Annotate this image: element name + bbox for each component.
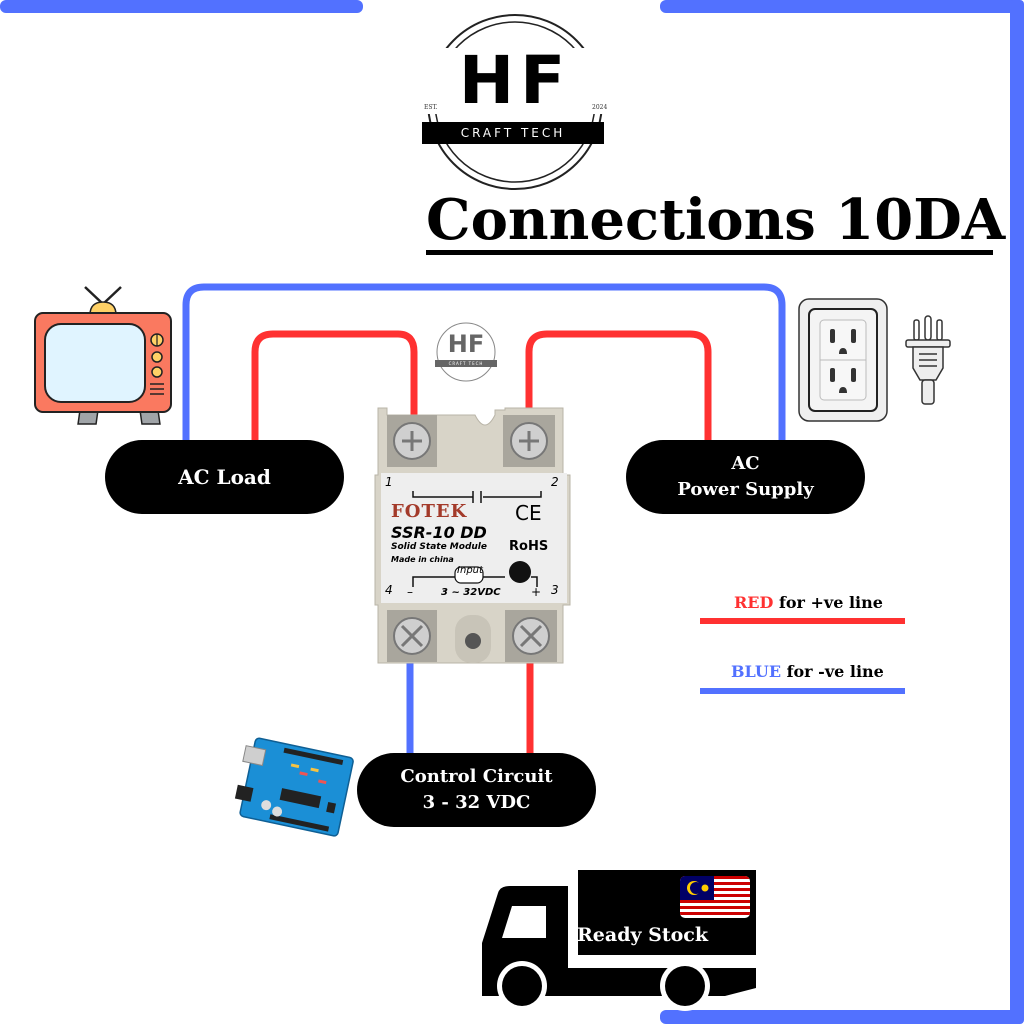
logo-est-year: 2024 <box>592 104 608 111</box>
frame-top-right-bar <box>660 0 1024 13</box>
logo-est-label: EST. <box>424 104 438 111</box>
frame-right-bar <box>1010 0 1024 1024</box>
legend-red-rest: for +ve line <box>773 593 883 612</box>
input-label: Input <box>457 565 483 576</box>
legend-red-text: RED for +ve line <box>734 593 883 612</box>
terminal-4-label: 4 <box>385 583 393 597</box>
ready-stock-label: Ready Stock <box>577 924 709 946</box>
malaysia-flag-icon <box>680 876 750 918</box>
delivery-truck-icon: Ready Stock <box>480 868 765 1013</box>
brand-logo: HF EST. 2024 CRAFT TECH <box>420 12 610 192</box>
terminal-3-label: 3 <box>551 583 559 597</box>
ac-power-line2: Power Supply <box>677 479 814 500</box>
ac-power-node: AC Power Supply <box>626 440 865 514</box>
relay-brand: FOTEK <box>391 501 468 522</box>
frame-bottom-right-bar <box>660 1010 1024 1024</box>
legend-red-line <box>700 618 905 624</box>
logo-band: CRAFT TECH <box>422 122 604 144</box>
legend-blue-keyword: BLUE <box>731 662 782 681</box>
logo-letters: HF <box>420 48 610 114</box>
legend-blue-line <box>700 688 905 694</box>
minus-label: – <box>407 585 413 599</box>
page-title: Connections 10DA <box>426 187 1006 253</box>
watermark-logo: HF CRAFT TECH <box>430 320 502 384</box>
rohs-mark: RoHS <box>509 539 549 554</box>
solid-state-relay: 1 2 FOTEK CE SSR-10 DD Solid State Modul… <box>374 405 573 665</box>
red-wire-load <box>251 330 418 440</box>
power-plug-icon <box>905 315 951 405</box>
ac-load-label: AC Load <box>178 464 271 489</box>
voltage-label: 3 ~ 32VDC <box>441 587 501 598</box>
relay-origin: Made in china <box>391 555 454 564</box>
legend-blue-text: BLUE for -ve line <box>731 662 884 681</box>
title-underline <box>426 250 993 255</box>
terminal-2-label: 2 <box>551 475 559 489</box>
relay-body <box>374 407 571 664</box>
frame-top-left-bar <box>0 0 363 13</box>
red-wire-supply <box>525 330 712 440</box>
control-line2: 3 - 32 VDC <box>422 792 531 813</box>
legend-red-keyword: RED <box>734 593 774 612</box>
legend-blue-rest: for -ve line <box>781 662 884 681</box>
control-circuit-node: Control Circuit 3 - 32 VDC <box>357 753 596 827</box>
watermark-band: CRAFT TECH <box>435 360 497 367</box>
ac-load-node: AC Load <box>105 440 344 514</box>
terminal-1-label: 1 <box>385 475 393 489</box>
arduino-board-icon <box>234 737 354 837</box>
blue-wire-top-loop <box>182 283 786 440</box>
control-line1: Control Circuit <box>400 765 553 787</box>
plus-label: + <box>531 585 542 599</box>
wall-outlet-icon <box>798 298 888 422</box>
ce-mark: CE <box>515 501 542 525</box>
tv-icon <box>34 286 172 425</box>
relay-model: SSR-10 DD <box>391 523 487 542</box>
ac-power-line1: AC <box>731 452 760 474</box>
watermark-letters: HF <box>447 330 485 358</box>
relay-description: Solid State Module <box>391 542 487 552</box>
watermark-ring <box>436 322 496 382</box>
